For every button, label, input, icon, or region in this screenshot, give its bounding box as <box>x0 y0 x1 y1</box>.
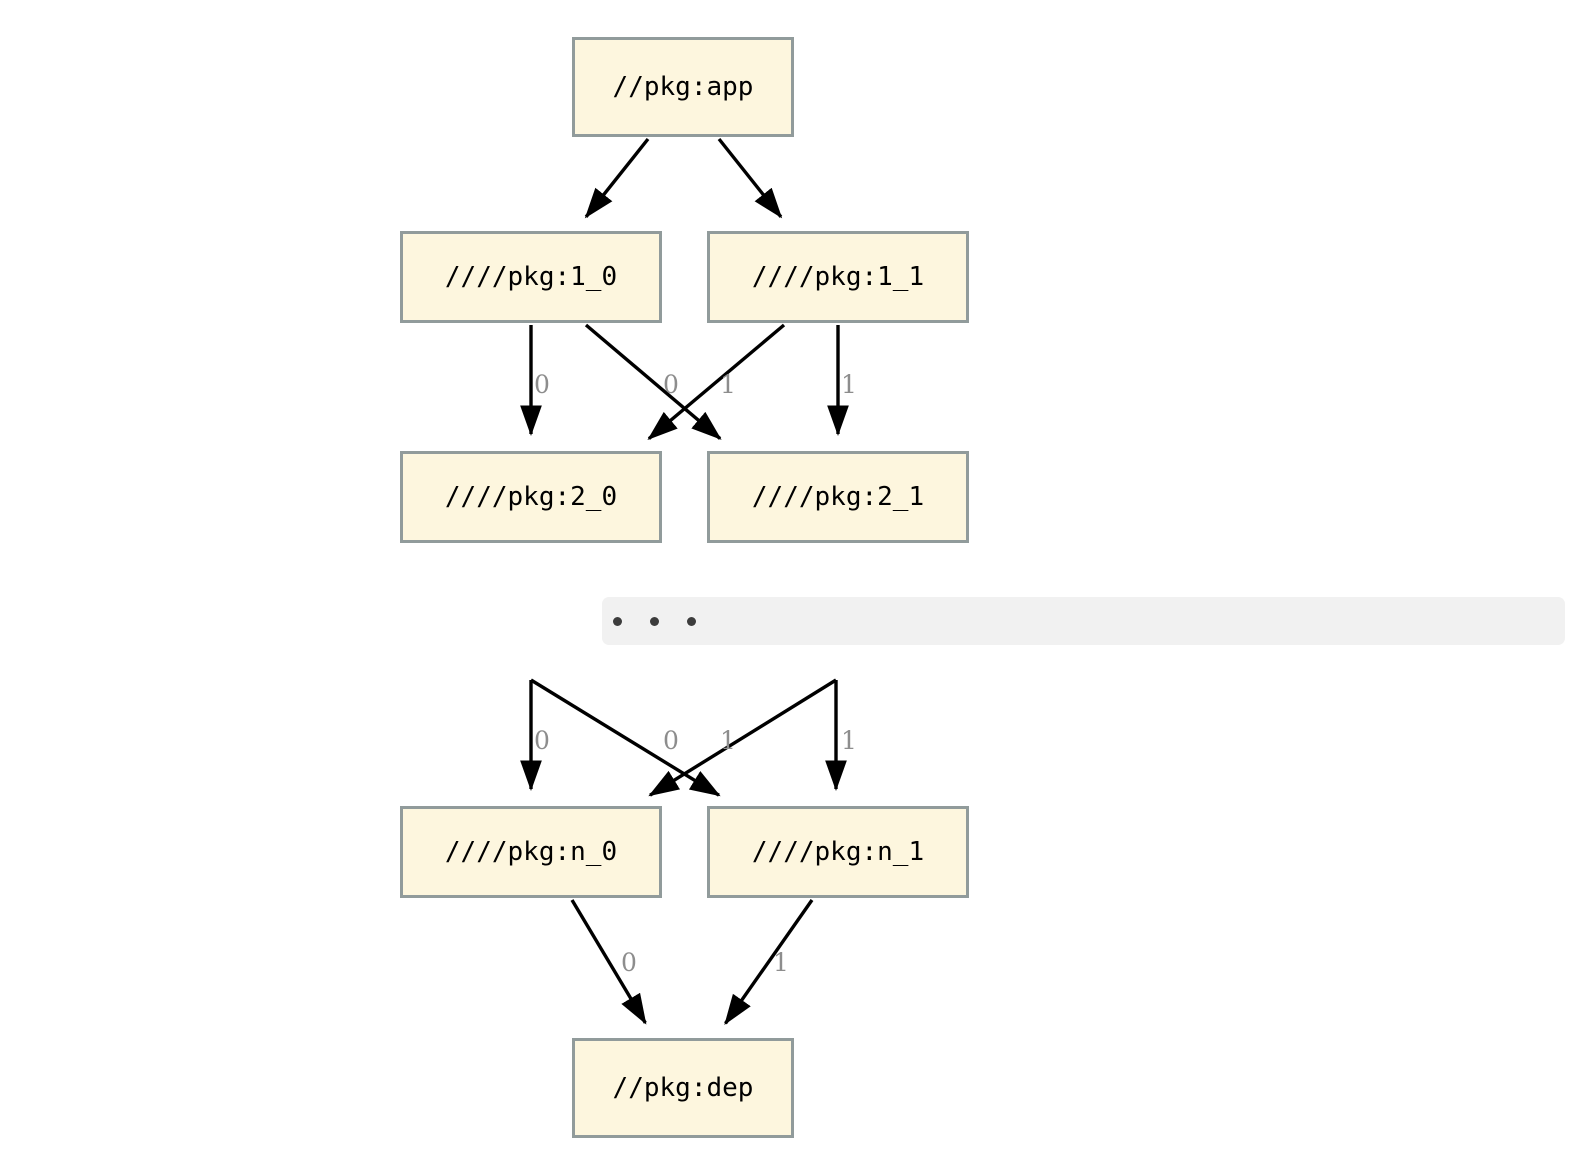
ellipsis-band <box>602 597 1565 645</box>
node-nn_1[interactable]: ////pkg:n_1 <box>707 806 969 898</box>
edge-root-to-nn_1 <box>530 678 721 797</box>
node-label: ////pkg:2_0 <box>444 482 618 512</box>
edge-root-to-nn_0 <box>648 678 837 797</box>
node-n2_1[interactable]: ////pkg:2_1 <box>707 451 969 543</box>
node-dep[interactable]: //pkg:dep <box>572 1038 794 1138</box>
edge-n1_1-to-n2_0 <box>647 323 786 440</box>
edge-label: 0 <box>534 370 550 399</box>
edges-group <box>520 137 849 1026</box>
node-n1_1[interactable]: ////pkg:1_1 <box>707 231 969 323</box>
edge-label: 1 <box>841 370 857 399</box>
node-label: ////pkg:2_1 <box>751 482 925 512</box>
ellipsis-dot <box>613 616 622 626</box>
edge-label: 1 <box>841 726 857 755</box>
ellipsis-dots <box>613 616 724 626</box>
ellipsis-dot <box>687 616 696 626</box>
edge-label: 0 <box>663 726 679 755</box>
node-n1_0[interactable]: ////pkg:1_0 <box>400 231 662 323</box>
node-label: ////pkg:n_0 <box>444 837 618 867</box>
edge-nn_0-to-dep <box>570 899 647 1025</box>
node-n2_0[interactable]: ////pkg:2_0 <box>400 451 662 543</box>
edge-label: 0 <box>663 370 679 399</box>
node-label: //pkg:app <box>612 72 754 102</box>
edge-app-to-n1_1 <box>717 137 783 219</box>
edge-label: 0 <box>534 726 550 755</box>
node-app[interactable]: //pkg:app <box>572 37 794 137</box>
node-label: ////pkg:1_0 <box>444 262 618 292</box>
node-nn_0[interactable]: ////pkg:n_0 <box>400 806 662 898</box>
node-label: //pkg:dep <box>612 1073 754 1103</box>
edge-app-to-n1_0 <box>584 137 650 219</box>
edge-nn_1-to-dep <box>724 899 814 1026</box>
edge-label: 1 <box>720 370 736 399</box>
node-label: ////pkg:1_1 <box>751 262 925 292</box>
edge-label: 1 <box>720 726 736 755</box>
edge-label: 0 <box>621 948 637 977</box>
edge-label: 1 <box>773 948 789 977</box>
ellipsis-dot <box>650 616 659 626</box>
edge-n1_0-to-n2_1 <box>584 323 722 440</box>
node-label: ////pkg:n_1 <box>751 837 925 867</box>
